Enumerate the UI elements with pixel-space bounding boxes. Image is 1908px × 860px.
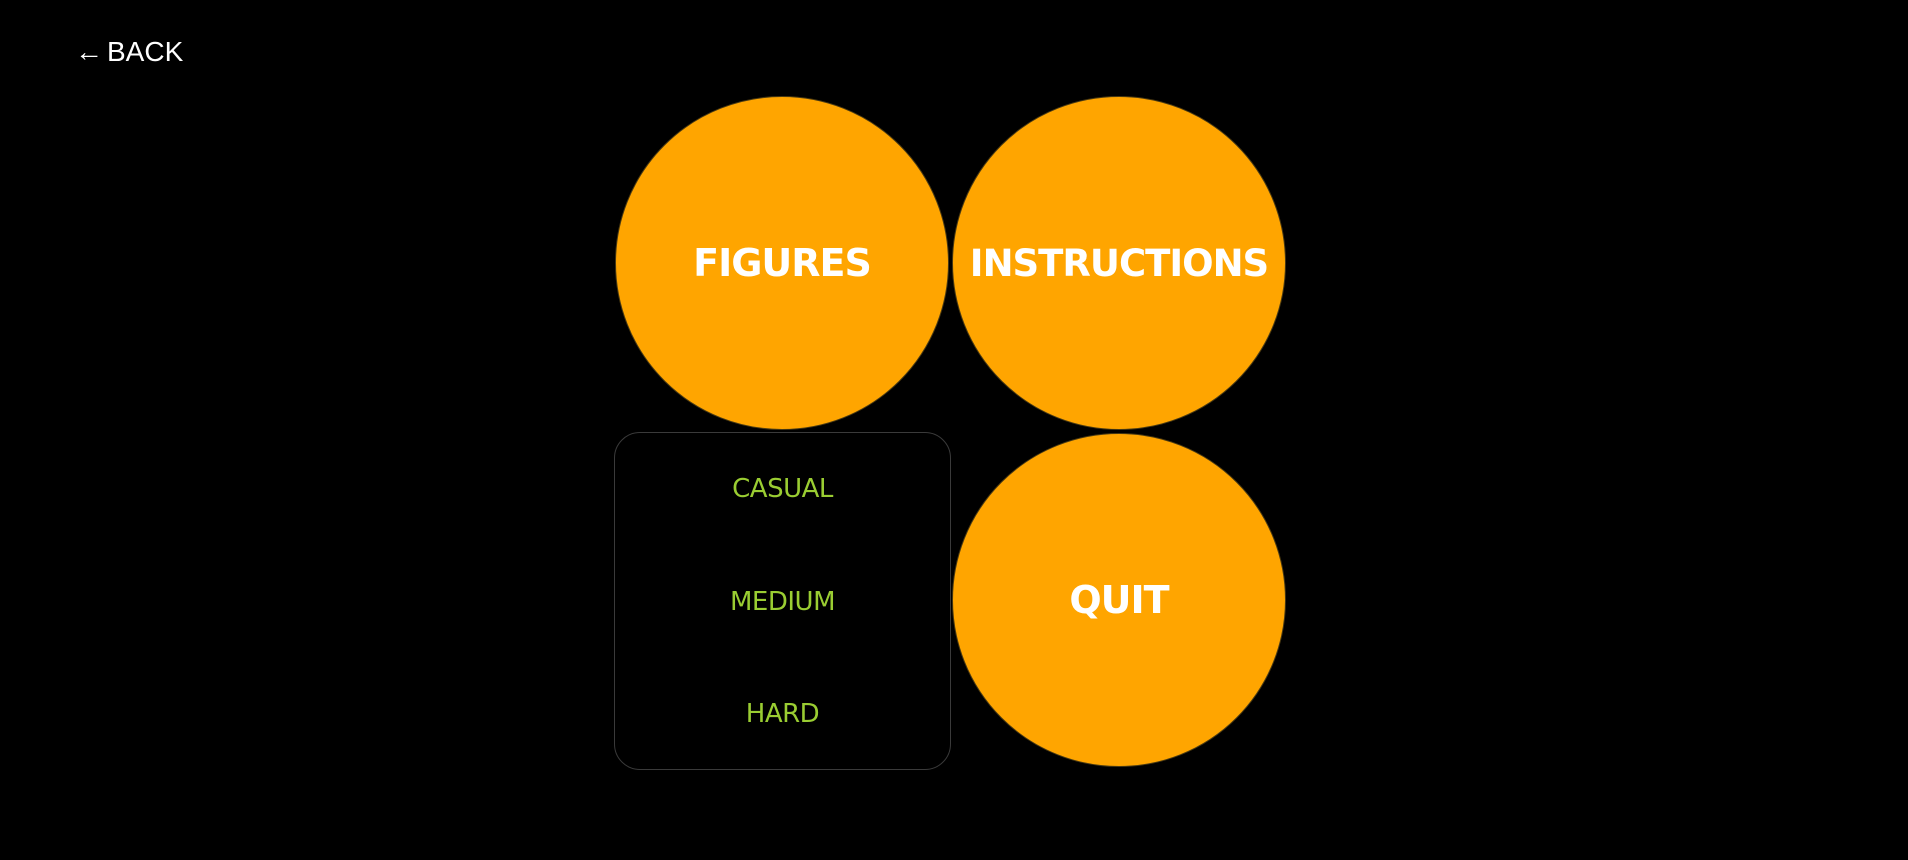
difficulty-panel: CASUAL MEDIUM HARD: [614, 432, 951, 770]
difficulty-hard-button[interactable]: HARD: [745, 699, 820, 729]
back-button[interactable]: ←BACK: [75, 34, 183, 70]
back-label: BACK: [107, 36, 184, 67]
difficulty-medium-button[interactable]: MEDIUM: [729, 587, 836, 617]
back-arrow-icon: ←: [75, 36, 103, 67]
figures-button[interactable]: FIGURES: [615, 96, 949, 430]
difficulty-casual-button[interactable]: CASUAL: [732, 474, 833, 504]
instructions-button[interactable]: INSTRUCTIONS: [952, 96, 1286, 430]
instructions-label: INSTRUCTIONS: [969, 241, 1269, 285]
figures-label: FIGURES: [693, 241, 872, 285]
quit-button[interactable]: QUIT: [952, 433, 1286, 767]
quit-label: QUIT: [1069, 578, 1169, 622]
